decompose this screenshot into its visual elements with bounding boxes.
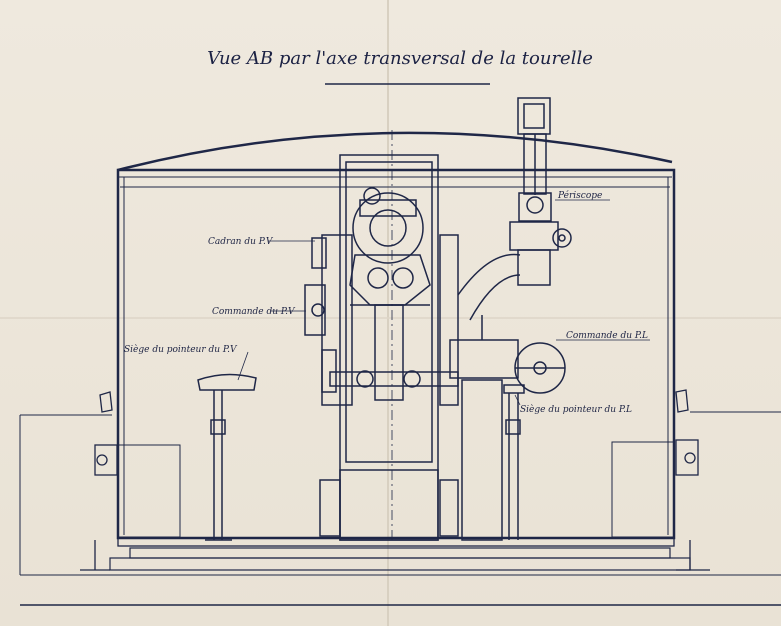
pl-gunner-seat	[503, 384, 525, 540]
right-side-block	[611, 441, 675, 538]
left-roller-guide	[80, 391, 118, 571]
pl-support-arm	[449, 253, 521, 541]
right-roller-guide	[675, 389, 710, 571]
label-siege-pv: Siège du pointeur du P.V	[124, 344, 238, 355]
label-commande-pl: Commande du P.L	[566, 331, 648, 341]
base-plate-lower	[109, 557, 691, 571]
gear-shaft	[329, 370, 459, 388]
label-commande-pv: Commande du P.V	[212, 307, 296, 317]
periscope-assembly	[509, 97, 572, 286]
gun-breech	[349, 187, 431, 306]
turret-floor	[117, 537, 675, 547]
leader-lines	[237, 199, 650, 406]
label-siege-pl: Siège du pointeur du P.L	[520, 404, 632, 415]
drawing-title: Vue AB par l'axe transversal de la toure…	[207, 48, 593, 69]
pl-handwheel	[514, 342, 566, 394]
label-cadran-pv: Cadran du P.V	[208, 237, 274, 247]
casemate-left	[19, 414, 112, 575]
left-side-block	[117, 444, 181, 538]
pv-handwheel	[304, 237, 337, 393]
pv-gunner-seat	[197, 373, 257, 541]
turret-roof	[117, 131, 673, 172]
base-plate	[129, 547, 671, 559]
label-periscope: Périscope	[557, 190, 602, 201]
